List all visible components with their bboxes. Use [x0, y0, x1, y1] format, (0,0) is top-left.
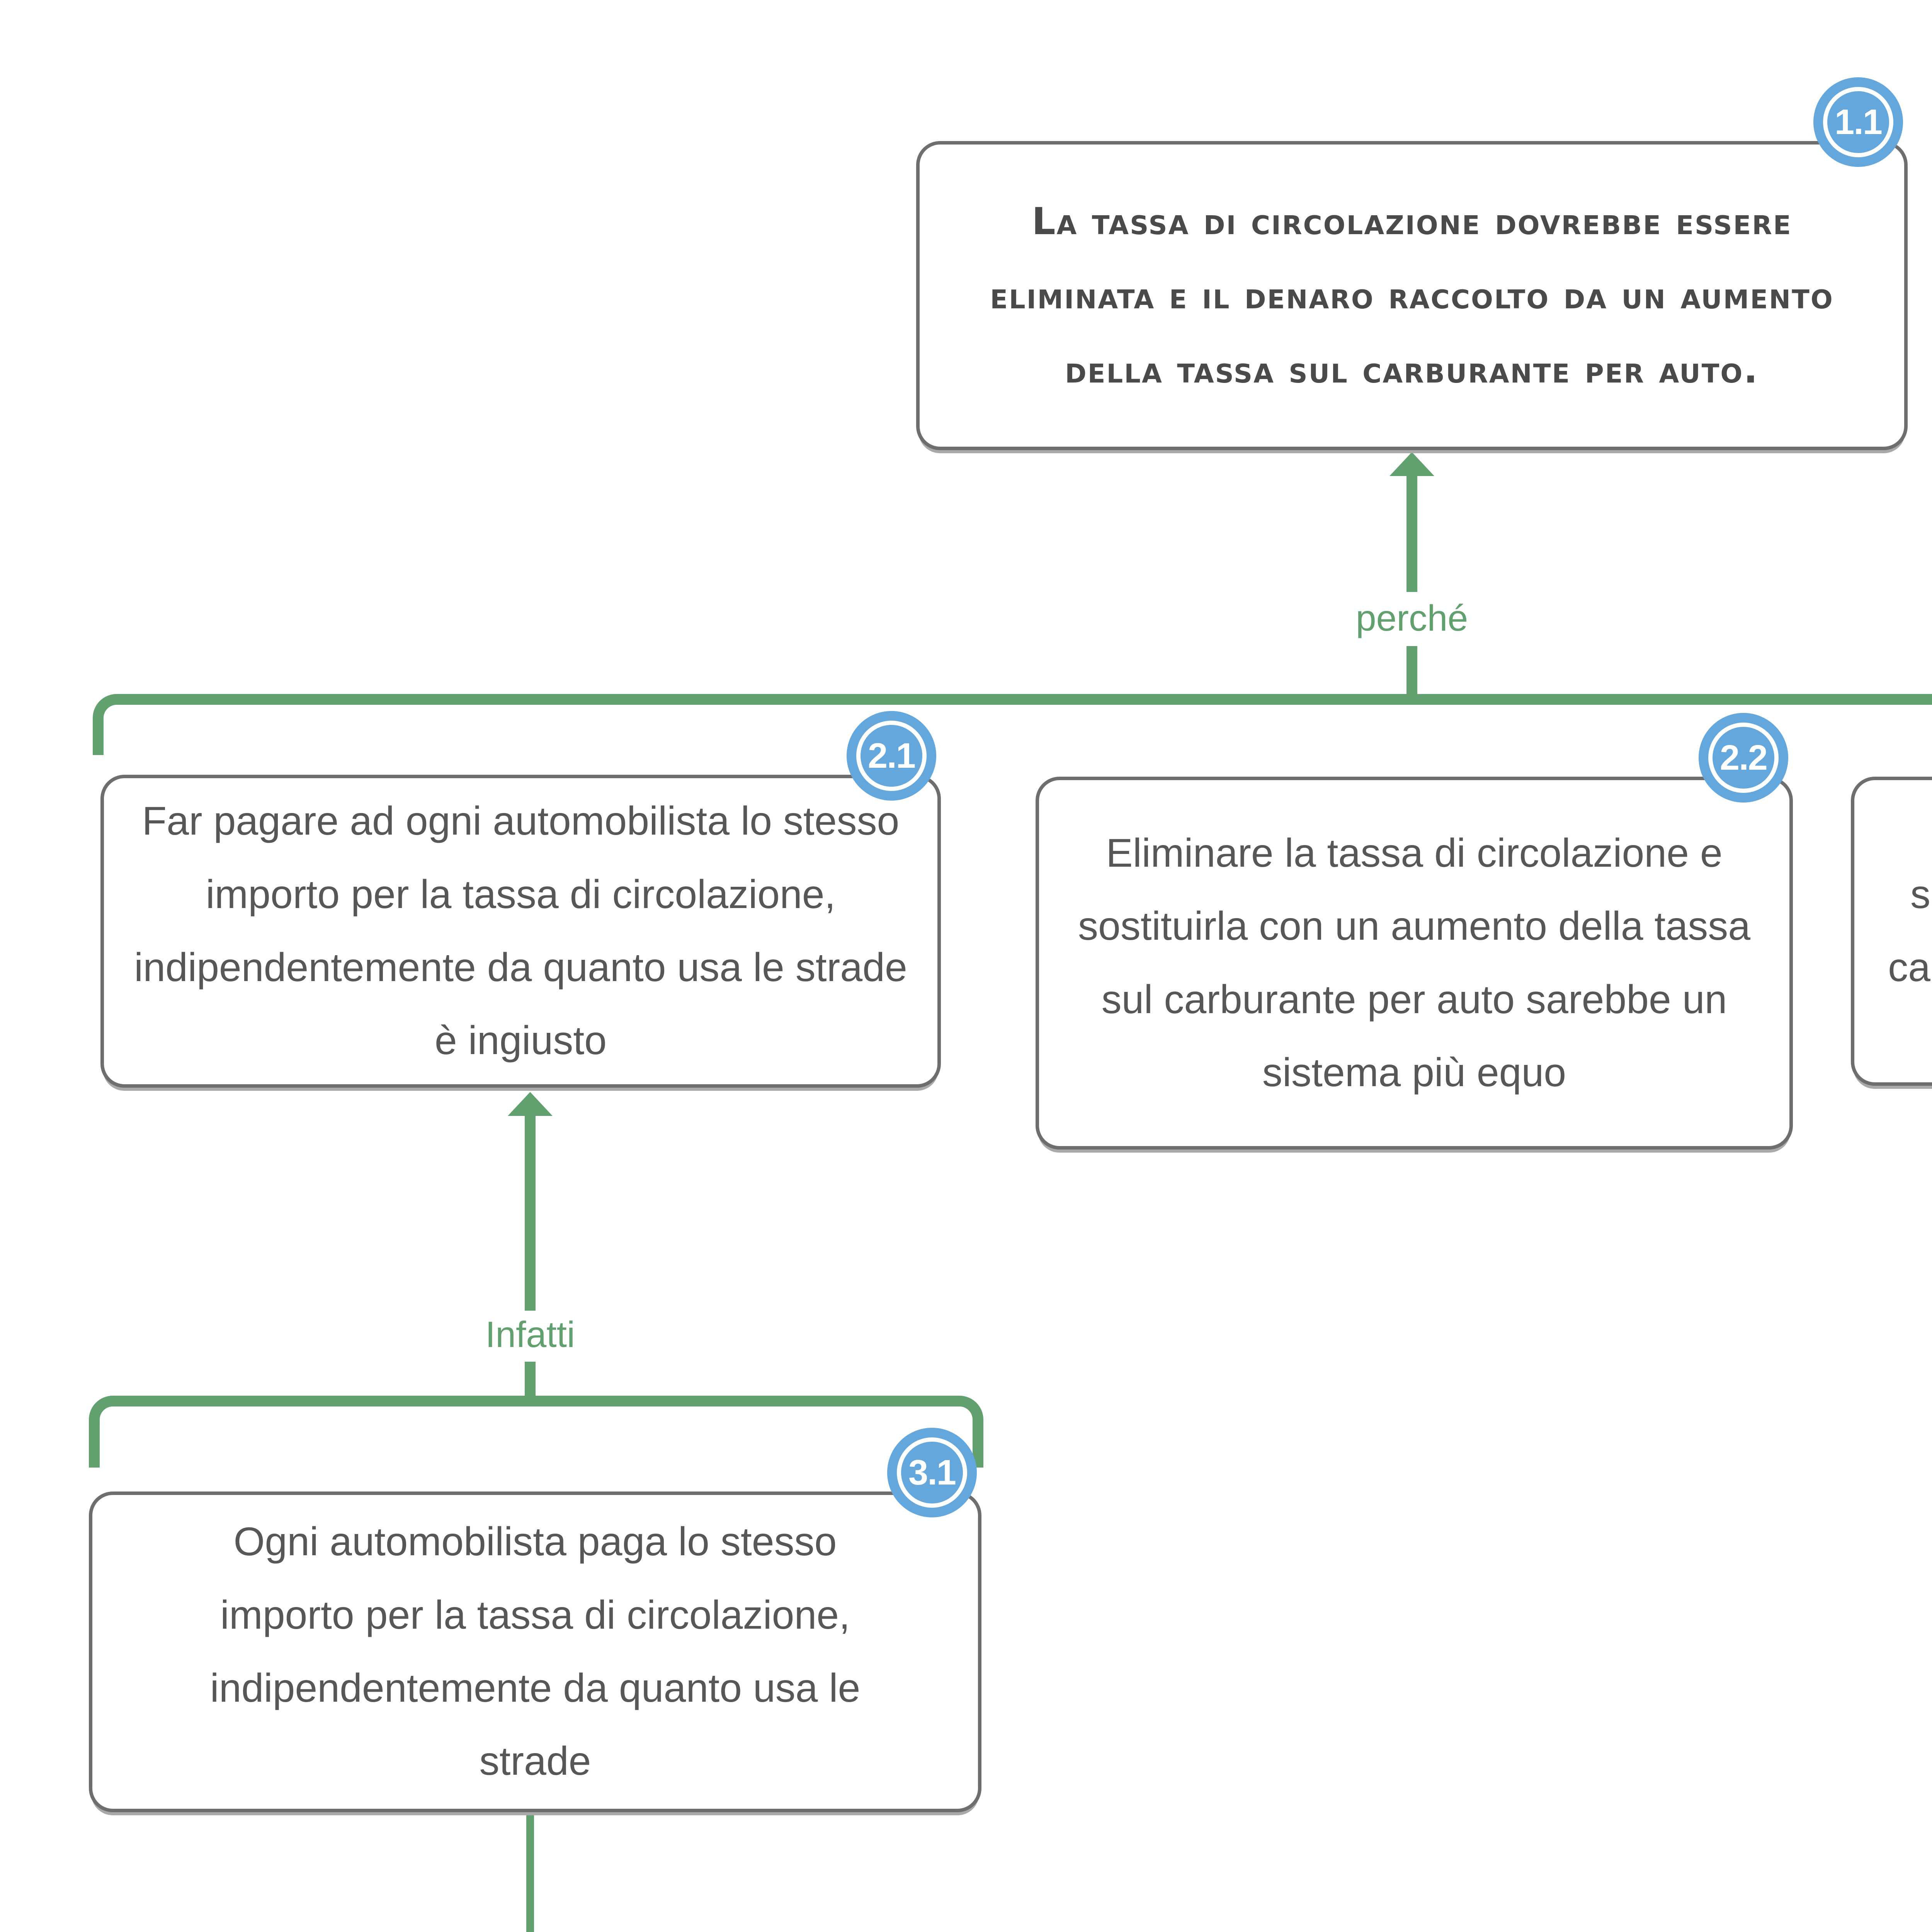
- connector-line-infatti-upper: [525, 1114, 536, 1313]
- badge-number: 2.1: [868, 736, 916, 776]
- connector-label-infatti: Infatti: [414, 1311, 646, 1359]
- connector-label-perche: perché: [1296, 594, 1528, 643]
- connector-line-esempio-upper: [526, 1812, 534, 1932]
- node-box-2-2[interactable]: 2.2 Eliminare la tassa di circolazione e…: [1036, 723, 1793, 1150]
- connector-line-perche-lower: [1406, 646, 1417, 695]
- node-box-2-3[interactable]: 2.3 Eliminare la tassa di circolazione e…: [1851, 777, 1932, 1086]
- bracket-row-2: [93, 694, 1932, 755]
- node-badge-3-1[interactable]: 3.1: [897, 1437, 967, 1508]
- badge-number: 1.1: [1835, 102, 1883, 142]
- badge-number: 2.2: [1720, 738, 1768, 777]
- node-badge-2-2[interactable]: 2.2: [1708, 723, 1779, 793]
- arrowhead-up-icon: [1389, 452, 1434, 476]
- node-box-2-1[interactable]: 2.1 Far pagare ad ogni automobilista lo …: [100, 721, 941, 1088]
- node-text-3-1: Ogni automobilista paga lo stesso import…: [210, 1519, 861, 1784]
- connector-line-infatti-lower: [525, 1362, 536, 1396]
- arrowhead-up-icon: [508, 1092, 553, 1116]
- node-text-1-1: La tassa di circolazione dovrebbe essere…: [990, 200, 1834, 391]
- node-box-3-1[interactable]: 3.1 Ogni automobilista paga lo stesso im…: [89, 1437, 981, 1812]
- badge-number: 3.1: [908, 1452, 956, 1492]
- node-text-2-3: Eliminare la tassa di circolazione e sos…: [1888, 872, 1932, 990]
- node-box-1-1[interactable]: 1.1 La tassa di circolazione dovrebbe es…: [916, 87, 1908, 450]
- connector-line-perche-upper: [1406, 474, 1417, 592]
- node-badge-2-1[interactable]: 2.1: [856, 721, 927, 791]
- node-text-2-2: Eliminare la tassa di circolazione e sos…: [1078, 830, 1751, 1095]
- node-badge-1-1[interactable]: 1.1: [1823, 87, 1893, 157]
- bracket-row-3: [89, 1396, 983, 1468]
- node-text-2-1: Far pagare ad ogni automobilista lo stes…: [134, 799, 907, 1063]
